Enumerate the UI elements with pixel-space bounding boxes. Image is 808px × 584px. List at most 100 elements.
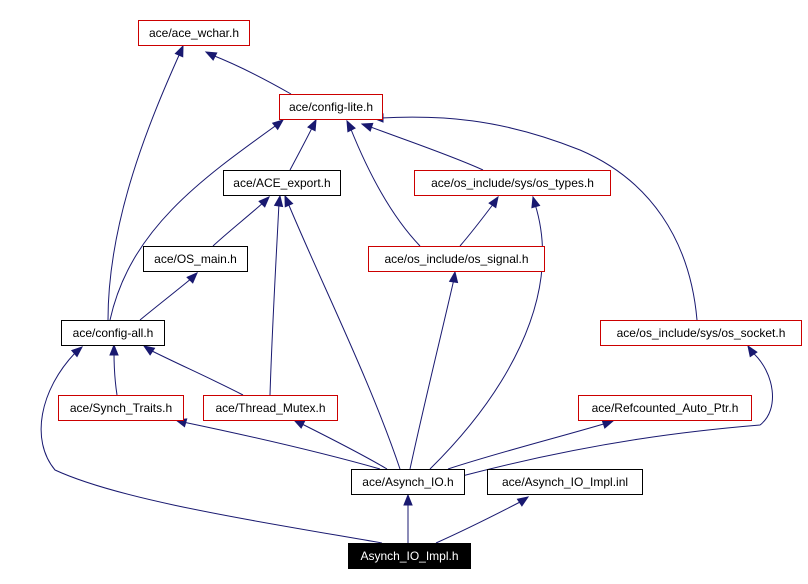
edge-line	[461, 351, 773, 477]
edge-arrowhead	[284, 194, 294, 208]
node-box	[203, 395, 338, 421]
edge-asynch_io-to-os_signal	[409, 270, 459, 470]
node-box	[223, 170, 341, 196]
node-label: ace/config-lite.h	[289, 100, 373, 114]
node-ace_export[interactable]: ace/ACE_export.h	[223, 170, 341, 196]
edge-arrowhead	[186, 272, 198, 284]
node-asynch_io[interactable]: ace/Asynch_IO.h	[351, 469, 465, 495]
edge-root-to-asynch_io	[403, 493, 413, 543]
node-config_all[interactable]: ace/config-all.h	[61, 320, 165, 346]
edge-asynch_io-to-os_socket	[461, 344, 773, 477]
edge-arrowhead	[403, 493, 413, 506]
node-root: Asynch_IO_Impl.h	[348, 543, 471, 569]
edge-line	[349, 126, 421, 247]
edge-arrowhead	[307, 118, 317, 132]
node-layer: ace/ace_wchar.h ace/config-lite.h ace/ACE_…	[58, 20, 802, 569]
node-box	[414, 170, 611, 196]
edge-arrowhead	[360, 122, 374, 132]
edge-config_all-to-os_main	[139, 272, 198, 321]
node-label: ace/os_include/sys/os_types.h	[431, 176, 594, 190]
node-box	[578, 395, 752, 421]
node-box	[368, 246, 545, 272]
edge-asynch_io-to-refcounted	[447, 419, 615, 470]
node-synch_traits[interactable]: ace/Synch_Traits.h	[58, 395, 184, 421]
edge-arrowhead	[292, 419, 306, 429]
node-label: ace/Thread_Mutex.h	[215, 401, 325, 415]
node-thread_mutex[interactable]: ace/Thread_Mutex.h	[203, 395, 338, 421]
node-label: ace/os_include/sys/os_socket.h	[617, 326, 786, 340]
node-refcounted[interactable]: ace/Refcounted_Auto_Ptr.h	[578, 395, 752, 421]
edge-asynch_io-to-ace_export	[284, 194, 401, 470]
edge-os_signal-to-config_lite	[346, 119, 421, 247]
edge-line	[367, 125, 484, 171]
node-box	[138, 20, 250, 46]
node-label: ace/os_include/os_signal.h	[384, 252, 528, 266]
edge-arrowhead	[747, 344, 758, 358]
node-label: Asynch_IO_Impl.h	[360, 549, 458, 563]
node-asynch_io_impl_inl[interactable]: ace/Asynch_IO_Impl.inl	[487, 469, 643, 495]
edge-line	[409, 278, 455, 470]
node-label: ace/config-all.h	[73, 326, 154, 340]
node-os_signal[interactable]: ace/os_include/os_signal.h	[368, 246, 545, 272]
edge-ace_export-to-config_lite	[289, 118, 317, 171]
edge-os_main-to-ace_export	[212, 196, 270, 247]
node-box	[61, 320, 165, 346]
node-box	[279, 94, 383, 120]
edge-arrowhead	[174, 44, 184, 58]
edge-config_all-to-config_lite	[109, 119, 285, 321]
edge-line	[212, 201, 265, 247]
node-label: ace/Refcounted_Auto_Ptr.h	[592, 401, 739, 415]
edge-line	[287, 202, 401, 470]
edge-arrowhead	[273, 194, 284, 208]
edge-arrowhead	[516, 496, 530, 507]
edge-line	[211, 54, 292, 95]
edge-asynch_io-to-thread_mutex	[292, 419, 388, 470]
node-os_socket[interactable]: ace/os_include/sys/os_socket.h	[600, 320, 802, 346]
edge-line	[182, 421, 381, 470]
edge-os_signal-to-os_types	[459, 195, 499, 247]
edge-arrowhead	[346, 119, 356, 133]
node-ace_wchar[interactable]: ace/ace_wchar.h	[138, 20, 250, 46]
node-label: ace/Asynch_IO.h	[362, 475, 453, 489]
edge-line	[435, 500, 523, 544]
node-box	[58, 395, 184, 421]
edge-line	[109, 123, 279, 321]
edge-arrowhead	[70, 346, 84, 358]
edge-line	[429, 203, 543, 470]
node-box	[143, 246, 248, 272]
edge-arrowhead	[109, 343, 119, 356]
edge-line	[299, 422, 388, 470]
edge-asynch_io-to-os_types	[429, 195, 543, 470]
edge-line	[40, 352, 383, 544]
node-box	[487, 469, 643, 495]
edge-arrowhead	[488, 195, 499, 209]
node-os_main[interactable]: ace/OS_main.h	[143, 246, 248, 272]
edge-root-to-config_all	[40, 346, 383, 544]
node-label: ace/ace_wchar.h	[149, 26, 239, 40]
edge-arrowhead	[258, 196, 270, 208]
edge-line	[447, 422, 608, 470]
edge-line	[269, 202, 280, 396]
node-label: ace/Asynch_IO_Impl.inl	[502, 475, 628, 489]
edge-asynch_io-to-synch_traits	[174, 418, 381, 470]
edge-config_all-to-ace_wchar	[107, 44, 184, 321]
edge-root-to-asynch_io_impl_inl	[435, 496, 530, 544]
node-os_types[interactable]: ace/os_include/sys/os_types.h	[414, 170, 611, 196]
edge-line	[139, 277, 193, 321]
node-config_lite[interactable]: ace/config-lite.h	[279, 94, 383, 120]
node-box	[600, 320, 802, 346]
edge-line	[289, 125, 314, 171]
edge-arrowhead	[531, 195, 541, 209]
edge-arrowhead	[204, 51, 218, 61]
node-box	[351, 469, 465, 495]
edge-os_types-to-config_lite	[360, 122, 484, 171]
edge-os_socket-to-config_lite	[371, 113, 698, 321]
edge-line	[379, 116, 698, 321]
node-label: ace/OS_main.h	[154, 252, 237, 266]
edge-config_lite-to-ace_wchar	[204, 51, 292, 95]
edge-line	[107, 52, 181, 321]
edge-line	[459, 202, 495, 247]
edge-line	[113, 351, 118, 396]
edge-thread_mutex-to-ace_export	[269, 194, 284, 396]
